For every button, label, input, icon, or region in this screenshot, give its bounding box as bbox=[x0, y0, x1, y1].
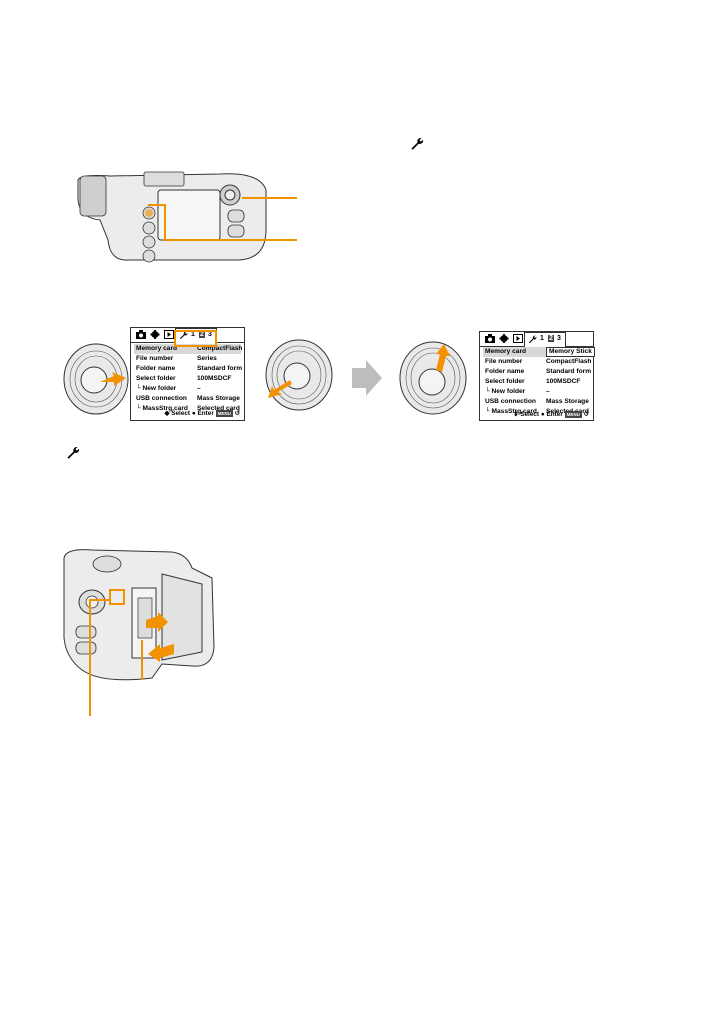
wrench-tab-icon bbox=[528, 335, 537, 344]
menu-footer: ⬍ Select ● Enter MENU ↺ bbox=[513, 410, 589, 418]
playback-tab-icon bbox=[513, 334, 523, 343]
tab-number-3: 3 bbox=[208, 331, 212, 338]
wrench-tab-icon bbox=[179, 331, 188, 340]
wrench-icon bbox=[411, 138, 424, 150]
setup-tab: 1 2 3 bbox=[524, 332, 566, 347]
tab-number-1: 1 bbox=[191, 331, 195, 338]
playback-tab-icon bbox=[164, 330, 174, 339]
menu-tabs: 1 2 3 bbox=[480, 332, 593, 347]
camera-tab-icon bbox=[485, 334, 495, 343]
memory-card-option-selected: Memory Stick bbox=[546, 347, 595, 357]
memory-card-option-other: CompactFlash bbox=[546, 358, 592, 365]
menu-button-badge: MENU bbox=[215, 409, 233, 417]
menu-button-badge: MENU bbox=[564, 410, 582, 418]
multi-selector-center bbox=[265, 339, 333, 411]
tab-number-2: 2 bbox=[199, 331, 205, 338]
gear-tab-icon bbox=[150, 330, 160, 339]
callout-lines-bottom bbox=[89, 599, 143, 716]
setup-tab-highlight bbox=[174, 330, 217, 347]
camera-tab-icon bbox=[136, 330, 146, 339]
step-arrow-icon bbox=[352, 360, 382, 396]
tab-number-2: 2 bbox=[548, 335, 554, 342]
tab-number-1: 1 bbox=[540, 335, 544, 342]
wrench-icon bbox=[67, 447, 80, 459]
camera-back-illustration bbox=[77, 171, 267, 263]
menu-row-new-folder: └ New folder– bbox=[136, 385, 201, 392]
menu-footer: ◆ Select ● Enter MENU ↺ bbox=[164, 409, 240, 417]
menu-row-new-folder: └ New folder– bbox=[485, 388, 550, 395]
card-slot-illustration bbox=[63, 549, 215, 681]
callout-lines-top bbox=[148, 197, 297, 241]
gear-tab-icon bbox=[499, 334, 509, 343]
multi-selector-up bbox=[399, 341, 467, 415]
tab-number-3: 3 bbox=[557, 335, 561, 342]
multi-selector-right bbox=[63, 343, 129, 415]
